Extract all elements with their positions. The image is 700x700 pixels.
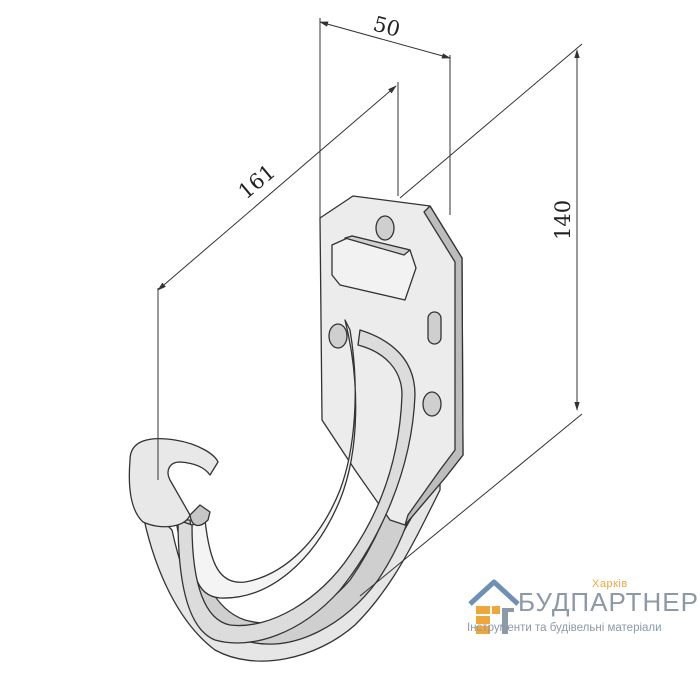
logo-company-name: БУДПАРТНЕР bbox=[518, 587, 699, 617]
company-logo: Харків БУДПАРТНЕР Інструменти та будівел… bbox=[467, 578, 700, 648]
dim-161-label: 161 bbox=[234, 160, 280, 204]
plate-hole-bottom bbox=[422, 391, 442, 417]
dim-140-label: 140 bbox=[551, 200, 575, 240]
dim-50-line bbox=[319, 21, 451, 59]
plate-edge bbox=[404, 205, 464, 526]
gutter-bracket bbox=[128, 195, 464, 662]
dim-140-ext-top bbox=[399, 43, 583, 199]
plate-hole-top bbox=[375, 215, 395, 241]
dimension-lines bbox=[157, 18, 583, 597]
house-logo-icon bbox=[468, 579, 520, 634]
dim-161-line bbox=[157, 85, 397, 291]
hook-clip-edge bbox=[189, 504, 211, 527]
plate-slot bbox=[427, 311, 442, 345]
plate-hole-left bbox=[328, 323, 348, 349]
logo-tagline: Інструменти та будівельні матеріали bbox=[467, 622, 662, 634]
logo-city: Харків bbox=[592, 578, 628, 590]
dim-140-ext-bottom bbox=[359, 413, 583, 597]
hook-clip bbox=[128, 437, 219, 528]
